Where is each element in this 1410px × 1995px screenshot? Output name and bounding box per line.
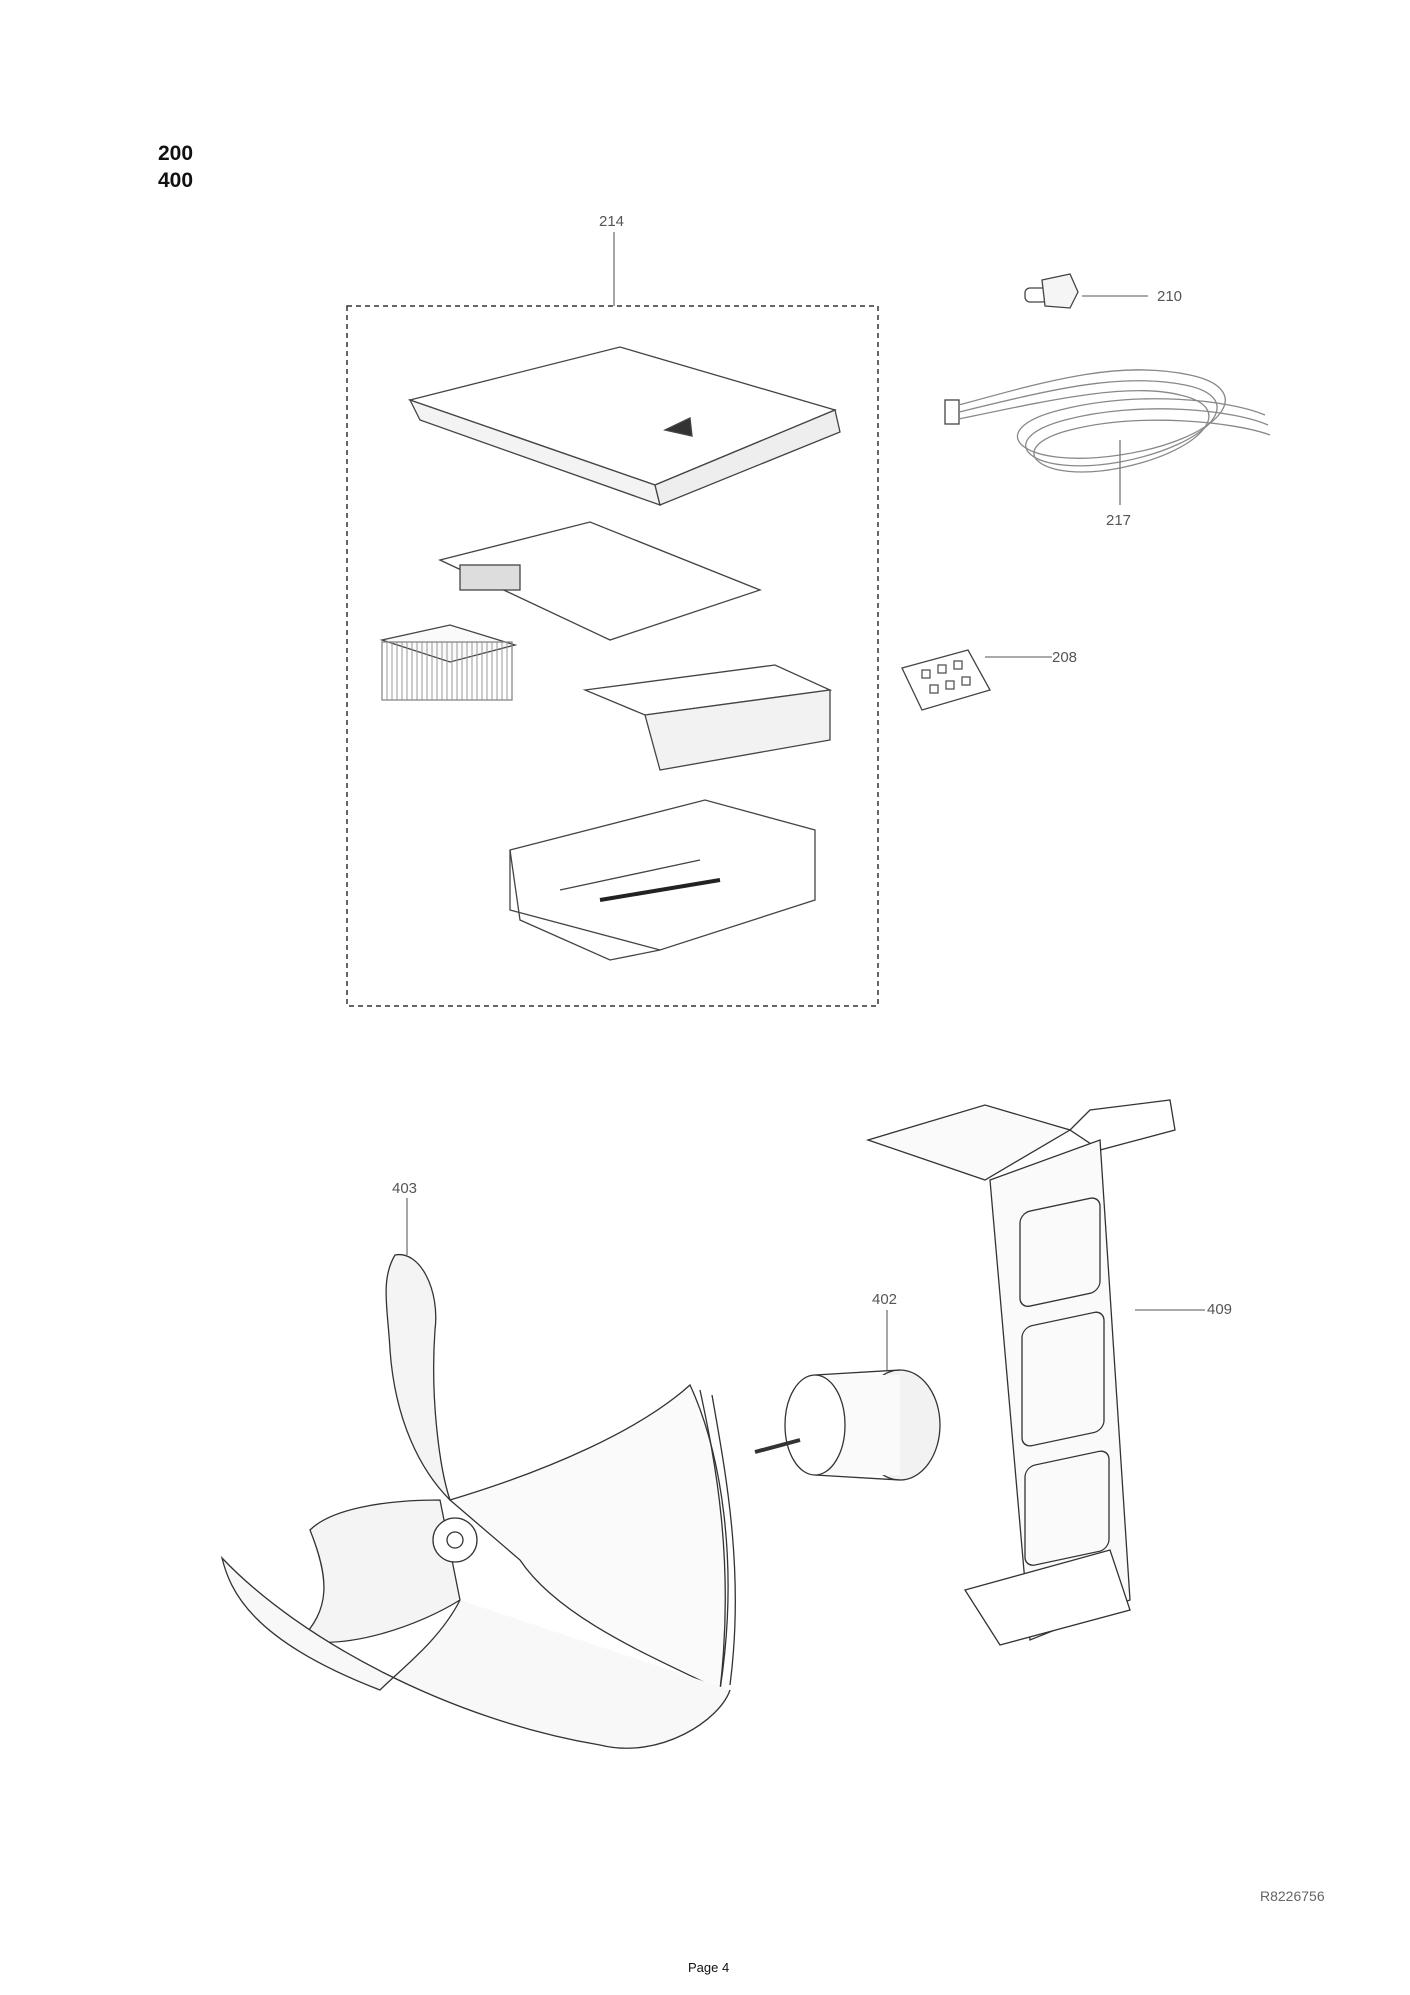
callout-402: 402 [872, 1291, 898, 1308]
motor-bracket-409 [865, 1099, 1205, 1646]
knob-part-210 [1024, 273, 1148, 309]
fan-blade-403 [220, 1198, 736, 1749]
section-code-400: 400 [158, 169, 194, 192]
callout-217: 217 [1106, 512, 1132, 529]
section-code-200: 200 [158, 142, 194, 165]
fan-motor-402 [754, 1310, 941, 1481]
wire-harness-217 [944, 369, 1271, 505]
control-box-assembly-214 [346, 232, 879, 1007]
callout-214: 214 [599, 213, 625, 230]
callout-403: 403 [392, 1180, 418, 1197]
callout-208: 208 [1052, 649, 1078, 666]
callout-409: 409 [1207, 1301, 1233, 1318]
terminal-block-208 [901, 649, 1052, 711]
page-number: Page 4 [688, 1960, 730, 1975]
callout-210: 210 [1157, 288, 1183, 305]
heatsink-icon [379, 624, 518, 701]
document-code: R8226756 [1260, 1888, 1325, 1904]
